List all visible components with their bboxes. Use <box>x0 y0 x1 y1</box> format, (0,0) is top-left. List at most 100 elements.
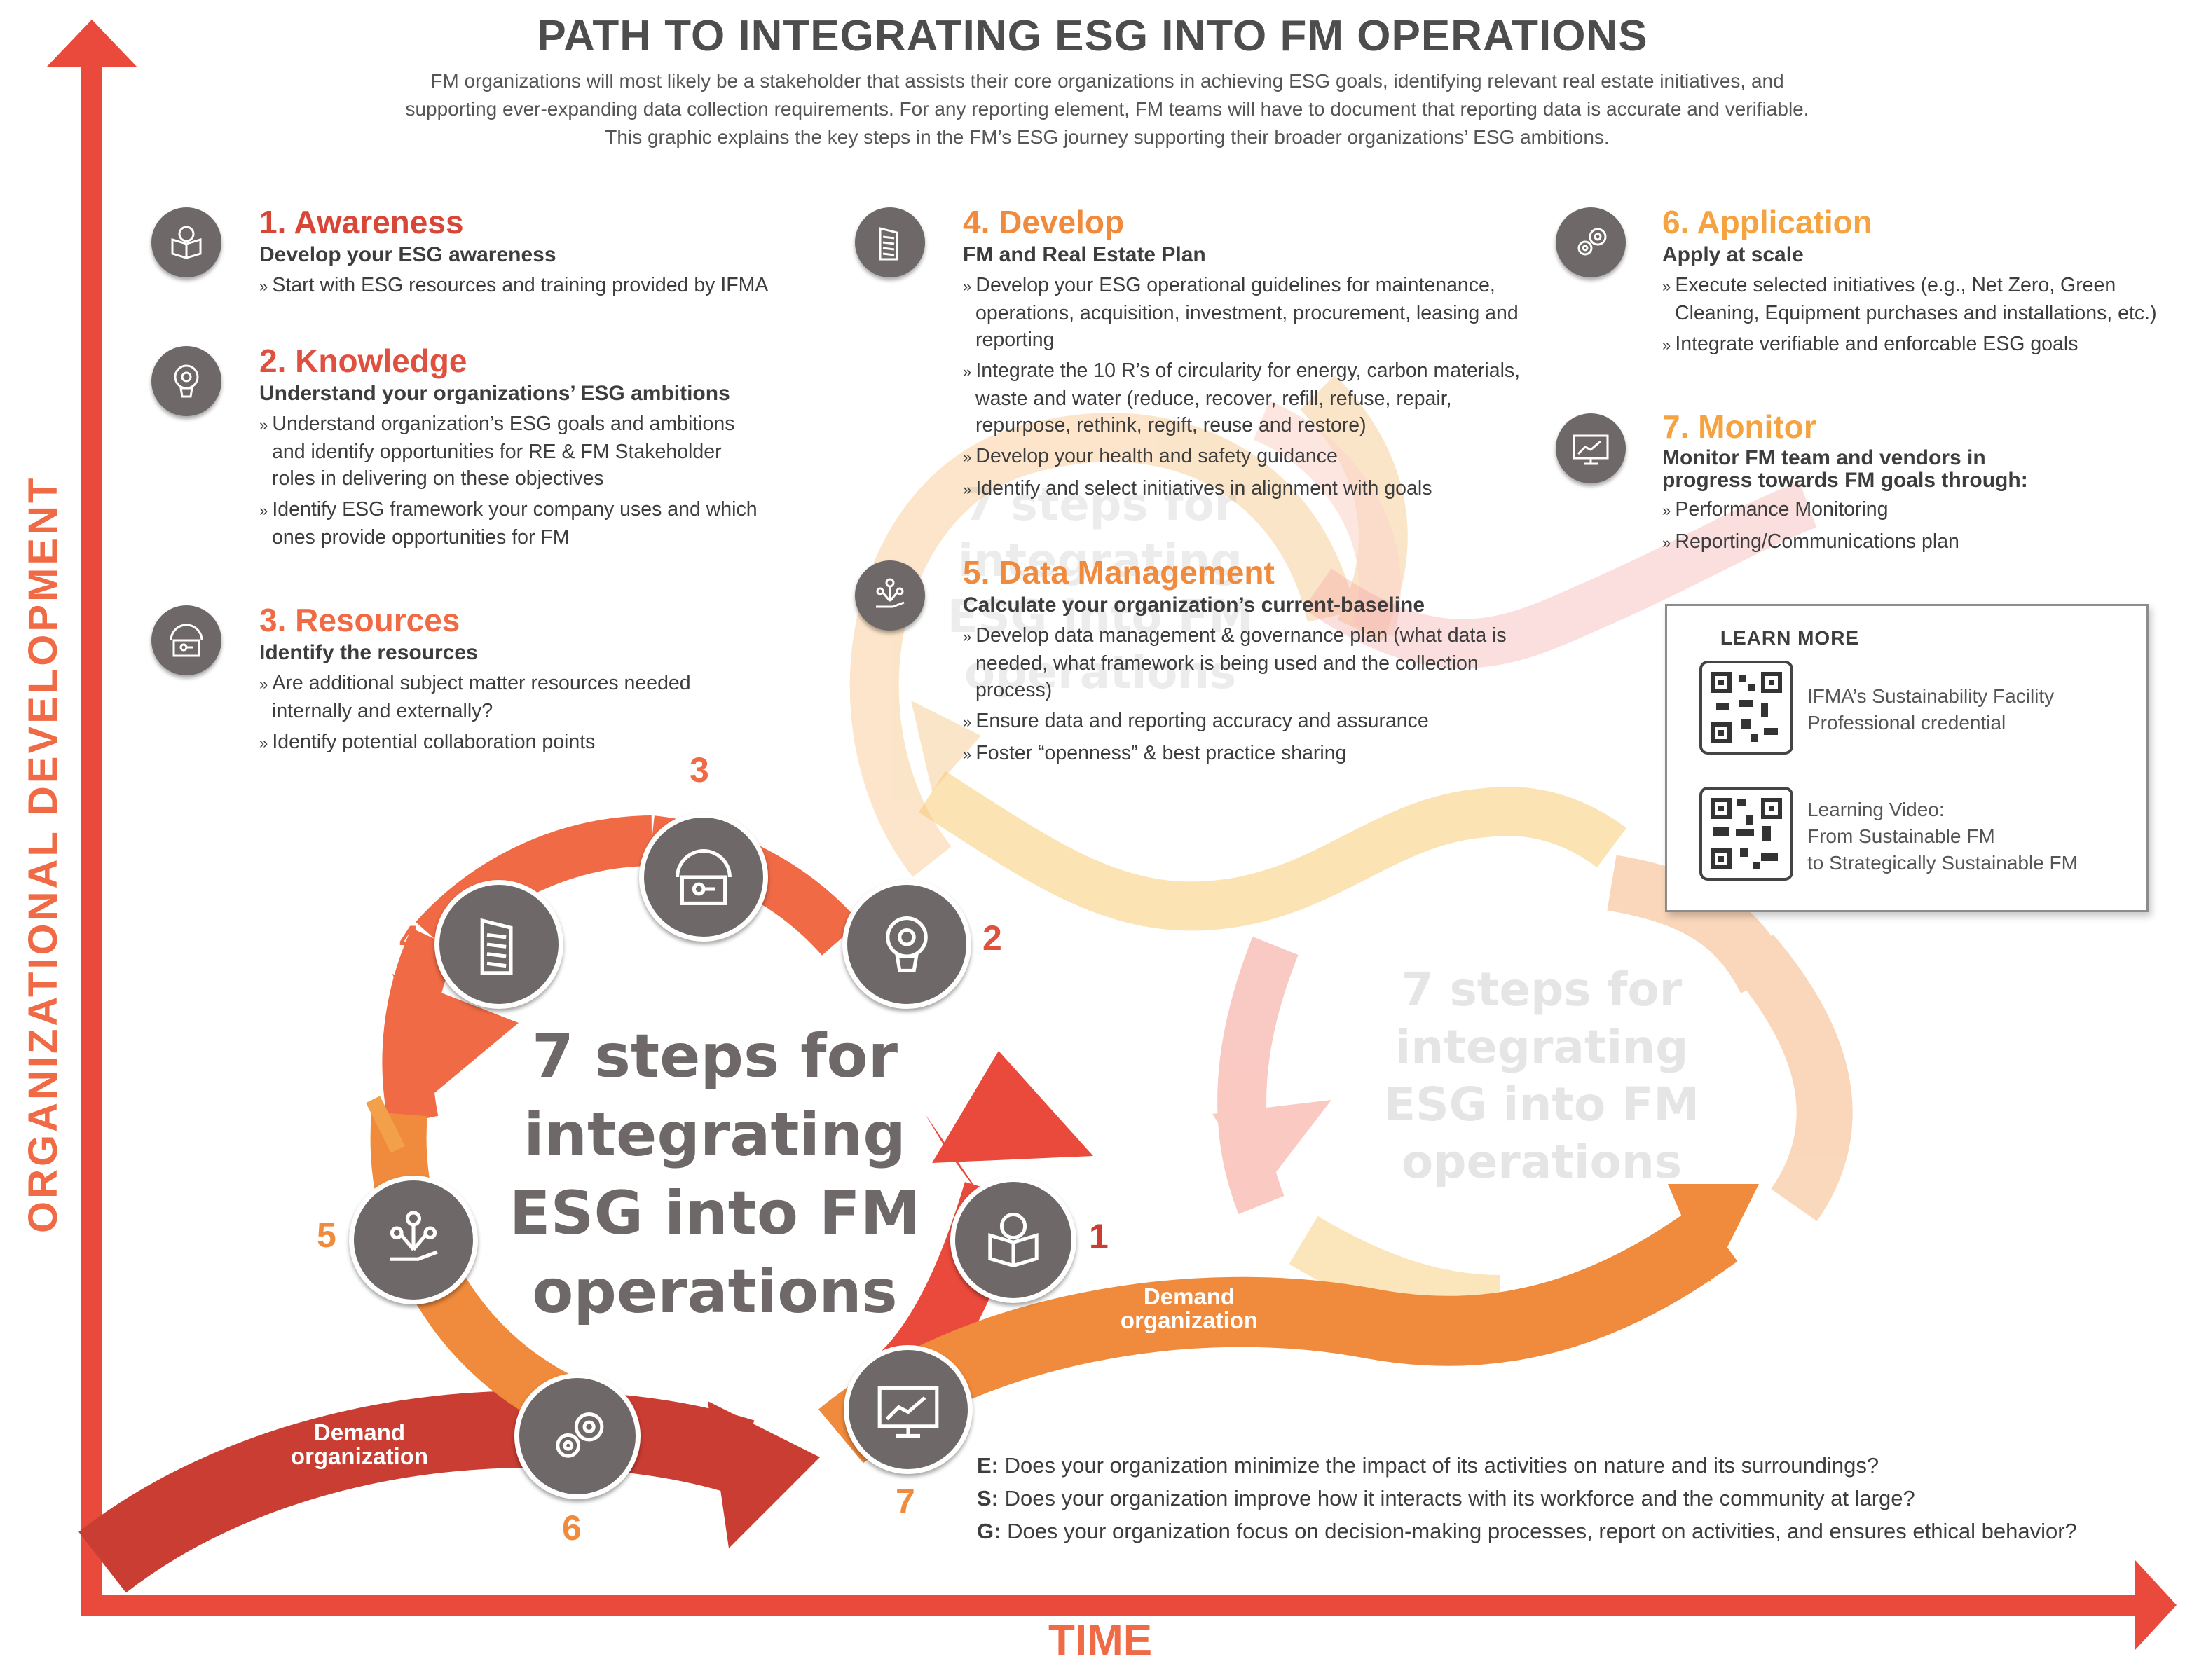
esg-text: Does your organization minimize the impa… <box>1004 1453 1879 1478</box>
gears-icon <box>1556 207 1626 277</box>
cycle-step-1-book-lightbulb-icon <box>950 1177 1076 1303</box>
step-subtitle: Calculate your organization’s current-ba… <box>963 593 1425 617</box>
step-7-monitor: 7. Monitor Monitor FM team and vendors i… <box>1662 408 2167 556</box>
cycle-step-6-gears-icon <box>514 1373 641 1499</box>
cycle-step-7-monitor-chart-icon <box>844 1345 973 1474</box>
svg-text:integrating: integrating <box>958 535 1242 587</box>
cycle-number-3: 3 <box>690 750 709 790</box>
step-item: Identify ESG framework your company uses… <box>259 496 764 551</box>
step-4-develop: 4. Develop FM and Real Estate Plan Devel… <box>963 203 1523 503</box>
step-item: Develop your health and safety guidance <box>963 443 1523 471</box>
ring-arrowhead-left <box>392 974 519 1093</box>
center-line: integrating <box>523 1100 906 1170</box>
step-title: 1. Awareness <box>259 204 464 240</box>
lightbulb-gear-icon <box>151 346 221 416</box>
cycle-number-4: 4 <box>399 918 419 958</box>
demand-arrow-upper <box>818 1184 1759 1464</box>
building-icon <box>855 207 925 277</box>
demand-label-lower: Demand organization <box>272 1421 447 1468</box>
step-item: Performance Monitoring <box>1662 496 2167 524</box>
step-subtitle: Identify the resources <box>259 641 478 664</box>
esg-text: Does your organization focus on decision… <box>1007 1519 2077 1543</box>
cycle-center-text: 7 steps for integrating ESG into FM oper… <box>491 1017 939 1331</box>
step-5-data-management: 5. Data Management Calculate your organi… <box>963 553 1509 768</box>
y-axis <box>46 20 137 1616</box>
svg-text:integrating: integrating <box>1395 1020 1689 1074</box>
qr-code-icon[interactable] <box>1699 787 1793 881</box>
esg-letter: E: <box>977 1453 999 1478</box>
step-subtitle: Develop your ESG awareness <box>259 243 556 266</box>
step-item: Identify and select initiatives in align… <box>963 475 1523 503</box>
step-item: Integrate verifiable and enforcable ESG … <box>1662 331 2181 359</box>
x-axis-label: TIME <box>1048 1616 1153 1665</box>
step-item: Integrate the 10 R’s of circularity for … <box>963 357 1523 439</box>
gear-box-key-icon <box>151 605 221 675</box>
learn-more-box: LEARN MORE IFMA’s Sustainability Facilit… <box>1665 604 2149 912</box>
demand-label-upper: Demand organization <box>1102 1285 1277 1333</box>
demand-line: Demand <box>1143 1283 1235 1309</box>
cycle-number-1: 1 <box>1089 1217 1109 1256</box>
qr-code-icon[interactable] <box>1699 661 1793 755</box>
svg-text:7 steps for: 7 steps for <box>1402 963 1683 1017</box>
step-item: Ensure data and reporting accuracy and a… <box>963 708 1509 736</box>
cycle-number-2: 2 <box>982 918 1002 958</box>
esg-letter: S: <box>977 1486 999 1510</box>
y-axis-label: ORGANIZATIONAL DEVELOPMENT <box>20 475 66 1233</box>
book-lightbulb-icon <box>151 207 221 277</box>
step-item: Reporting/Communications plan <box>1662 528 2167 556</box>
step-item: Develop data management & governance pla… <box>963 622 1509 703</box>
demand-arrow-lower <box>78 1390 820 1593</box>
learn-link-text[interactable]: Learning Video: From Sustainable FM to S… <box>1807 797 2078 876</box>
esg-text: Does your organization improve how it in… <box>1004 1486 1915 1510</box>
svg-text:operations: operations <box>1402 1135 1682 1189</box>
step-item: Identify potential collaboration points <box>259 729 764 757</box>
esg-question-s: S: Does your organization improve how it… <box>977 1482 2077 1515</box>
svg-text:ESG into FM: ESG into FM <box>1384 1077 1699 1131</box>
learn-link-line: Learning Video: <box>1807 799 1945 820</box>
demand-line: organization <box>290 1443 429 1469</box>
step-item: Are additional subject matter resources … <box>259 670 764 724</box>
step-2-knowledge: 2. Knowledge Understand your organizatio… <box>259 342 764 551</box>
cycle-number-7: 7 <box>896 1482 915 1521</box>
step-title: 7. Monitor <box>1662 408 1816 445</box>
cycle-number-6: 6 <box>562 1508 582 1548</box>
hand-network-icon <box>855 560 925 631</box>
monitor-chart-icon <box>1556 413 1626 483</box>
step-subtitle: Understand your organizations’ ESG ambit… <box>259 382 730 405</box>
cycle-step-3-gear-box-key-icon <box>639 813 768 942</box>
cycle-step-5-hand-network-icon <box>349 1176 478 1304</box>
learn-link-line: IFMA’s Sustainability Facility <box>1807 685 2055 707</box>
esg-question-e: E: Does your organization minimize the i… <box>977 1449 2077 1482</box>
center-line: operations <box>532 1257 898 1327</box>
step-item: Understand organization’s ESG goals and … <box>259 411 764 492</box>
step-title: 5. Data Management <box>963 554 1275 591</box>
cycle-number-5: 5 <box>317 1216 336 1255</box>
step-title: 6. Application <box>1662 204 1872 240</box>
step-subtitle: Apply at scale <box>1662 243 1804 266</box>
step-title: 3. Resources <box>259 602 460 638</box>
cycle-step-2-lightbulb-gear-icon <box>842 880 971 1009</box>
learn-more-heading: LEARN MORE <box>1720 627 1860 649</box>
step-subtitle: FM and Real Estate Plan <box>963 243 1206 266</box>
demand-line: Demand <box>313 1419 406 1445</box>
center-line: ESG into FM <box>509 1178 921 1248</box>
step-subtitle: Monitor FM team and vendors in progress … <box>1662 446 2028 492</box>
faded-cycle-text-lower: 7 steps for integrating ESG into FM oper… <box>1384 963 1699 1189</box>
step-item: Execute selected initiatives (e.g., Net … <box>1662 272 2181 326</box>
demand-line: organization <box>1120 1307 1259 1333</box>
esg-question-g: G: Does your organization focus on decis… <box>977 1515 2077 1548</box>
faded-wave <box>918 771 1626 931</box>
step-3-resources: 3. Resources Identify the resources Are … <box>259 601 764 757</box>
step-title: 2. Knowledge <box>259 343 467 379</box>
step-item: Foster “openness” & best practice sharin… <box>963 740 1509 768</box>
center-line: 7 steps for <box>531 1021 898 1092</box>
esg-questions: E: Does your organization minimize the i… <box>977 1449 2077 1548</box>
cycle-step-4-building-icon <box>434 880 563 1009</box>
learn-link-line: From Sustainable FM <box>1807 825 1995 847</box>
esg-letter: G: <box>977 1519 1001 1543</box>
learn-link-line: Professional credential <box>1807 712 2006 734</box>
step-item: Start with ESG resources and training pr… <box>259 272 792 300</box>
step-title: 4. Develop <box>963 204 1125 240</box>
step-6-application: 6. Application Apply at scale Execute se… <box>1662 203 2181 359</box>
learn-link-text[interactable]: IFMA’s Sustainability Facility Professio… <box>1807 683 2054 736</box>
